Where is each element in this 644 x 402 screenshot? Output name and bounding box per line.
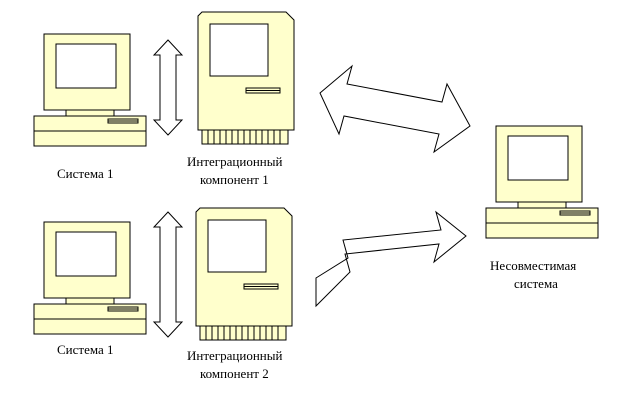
incompatible-system-computer-icon (485, 125, 599, 239)
incompatible-system-label-line2: система (514, 276, 558, 291)
system-1-top-label: Система 1 (57, 166, 114, 181)
link-bottom-double-arrow-icon (152, 211, 184, 338)
integration-component-2-icon (195, 207, 293, 341)
incompatible-system-label-line1: Несовместимая (490, 258, 576, 273)
integration-component-1-label-line2: компонент 1 (200, 172, 269, 187)
big-double-arrow-bottom-icon (315, 210, 467, 308)
system-1-bottom-computer-icon (33, 221, 147, 335)
integration-component-1-label-line1: Интеграционный (187, 154, 282, 169)
integration-component-2-label-line2: компонент 2 (200, 366, 269, 381)
big-double-arrow-top-icon (319, 64, 471, 154)
system-1-top-computer-icon (33, 33, 147, 147)
integration-component-1-icon (197, 11, 295, 145)
link-top-double-arrow-icon (152, 39, 184, 136)
system-1-bottom-label: Система 1 (57, 342, 114, 357)
integration-component-2-label-line1: Интеграционный (187, 348, 282, 363)
